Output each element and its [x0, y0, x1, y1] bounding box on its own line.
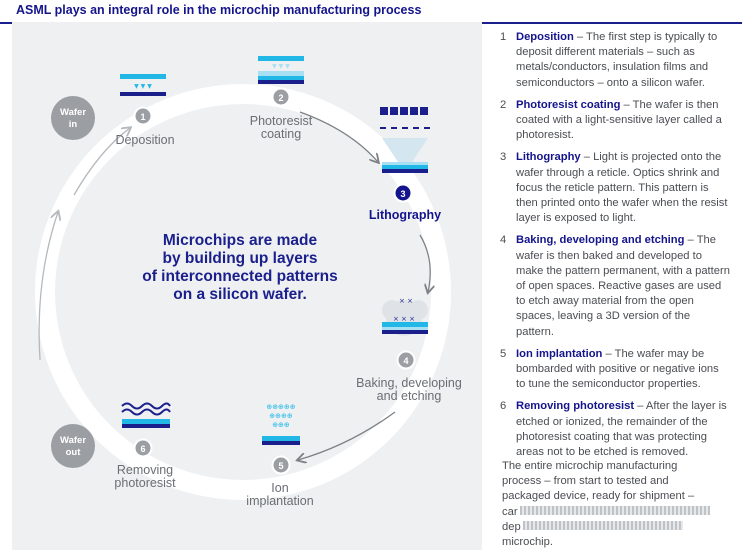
svg-text:× × ×: × × ×: [393, 315, 415, 323]
svg-text:4: 4: [403, 356, 408, 366]
svg-text:1: 1: [140, 112, 145, 122]
page-title: ASML plays an integral role in the micro…: [16, 3, 422, 17]
baking-etching-icon: × × × × ×: [382, 297, 428, 336]
arrow-4-5: [298, 411, 396, 460]
center-statement: Microchips are made by building up layer…: [142, 232, 338, 303]
svg-text:⊕⊕⊕: ⊕⊕⊕: [272, 421, 290, 429]
obscured-text: [519, 505, 710, 515]
svg-text:2: 2: [278, 93, 283, 103]
removing-photoresist-icon: [121, 402, 171, 428]
arrow-3-4: [419, 234, 430, 292]
svg-text:out: out: [66, 447, 82, 458]
stage-marker-6: 6: [133, 438, 153, 458]
ion-implantation-icon: ⊕⊕⊕⊕⊕ ⊕⊕⊕⊕ ⊕⊕⊕: [262, 403, 300, 445]
svg-text:Wafer: Wafer: [60, 107, 86, 118]
svg-text:Wafer: Wafer: [60, 435, 86, 446]
deposition-icon: ▼ ▼ ▼: [120, 74, 166, 96]
cycle-ring: [35, 84, 451, 500]
lithography-icon: [380, 107, 430, 173]
stage-marker-1: 1: [133, 106, 153, 126]
stage-marker-2: 2: [271, 87, 291, 107]
stage-marker-3: 3: [393, 183, 413, 203]
svg-text:5: 5: [278, 461, 283, 471]
svg-text:× ×: × ×: [399, 297, 413, 305]
svg-text:⊕⊕⊕⊕: ⊕⊕⊕⊕: [269, 412, 292, 420]
stage-label-deposition: Deposition: [115, 133, 175, 147]
arrow-loop: [38, 212, 58, 361]
closing-paragraph: The entire microchip manufacturing proce…: [502, 459, 728, 550]
stage-marker-5: 5: [271, 455, 291, 475]
svg-text:⊕⊕⊕⊕⊕: ⊕⊕⊕⊕⊕: [266, 403, 295, 411]
svg-text:in: in: [69, 119, 78, 130]
arrow-2-3: [299, 111, 378, 162]
obscured-text: [522, 520, 683, 530]
stage-label-lithography: Lithography: [368, 208, 442, 222]
arrow-in: [73, 128, 130, 196]
wafer-in-node: Wafer in: [51, 96, 95, 140]
svg-text:▼ ▼ ▼: ▼ ▼ ▼: [272, 63, 290, 70]
svg-text:3: 3: [400, 189, 405, 199]
wafer-out-node: Wafer out: [51, 424, 95, 468]
svg-text:▼ ▼ ▼: ▼ ▼ ▼: [134, 83, 152, 90]
stage-marker-4: 4: [396, 350, 416, 370]
photoresist-coating-icon: ▼ ▼ ▼: [258, 56, 304, 84]
svg-text:6: 6: [140, 444, 145, 454]
